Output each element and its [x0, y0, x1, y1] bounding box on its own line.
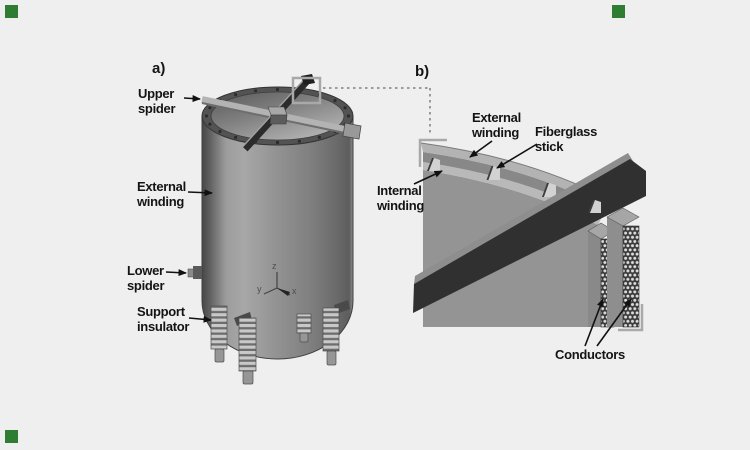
corner-bracket-bottom-right	[618, 304, 644, 332]
external-winding-a-arrow	[187, 189, 213, 197]
conductor-strip-right-cap	[606, 207, 640, 227]
callout-connector	[323, 87, 431, 136]
support-insulator-arrow	[188, 315, 212, 323]
external-winding-cylinder	[201, 115, 354, 360]
support-insulators	[210, 305, 340, 385]
conductor-strip-right-face	[622, 225, 640, 328]
fiberglass-stick-wedge-3	[544, 183, 556, 197]
fiberglass-sticks	[427, 158, 556, 197]
support-insulator-foot-2	[242, 370, 254, 385]
coordinate-axes	[263, 272, 291, 296]
fiberglass-stick-wedge-2-shadow	[486, 166, 494, 180]
spider-hub-front	[269, 114, 288, 125]
annotation-arrows	[165, 95, 632, 347]
fiberglass-stick-wedge-4	[588, 200, 601, 213]
support-insulator-leg-2	[238, 317, 257, 372]
fiberglass-stick-wedge-2	[488, 166, 500, 180]
spider-hub-top	[267, 106, 288, 116]
winding-gap-band	[423, 152, 606, 217]
lower-spider-arrow	[165, 269, 187, 277]
conductors-label: Conductors	[555, 347, 625, 362]
support-insulator-leg-3	[296, 313, 312, 334]
corner-marker-top-right	[612, 5, 625, 18]
upper-spider-label: Upper spider	[138, 86, 176, 116]
fiberglass-stick-wedge-1	[429, 158, 440, 171]
support-insulator-leg-1	[210, 305, 228, 350]
support-insulator-label: Support insulator	[137, 304, 190, 334]
upper-spider-clamp-east	[342, 122, 362, 140]
support-insulator-leg-4	[322, 307, 340, 352]
internal-winding-band	[423, 162, 602, 225]
axis-z-label: z	[272, 261, 277, 271]
lower-spider-stub-left	[193, 266, 202, 279]
fiberglass-stick-arrow	[496, 143, 538, 169]
callout-box	[291, 76, 322, 105]
lower-spider-label: Lower spider	[127, 263, 165, 293]
axis-x-label: x	[292, 286, 297, 296]
spider-arm-bar-top-face	[414, 153, 633, 284]
corner-marker-top-left	[5, 5, 18, 18]
reactor-assembly-view	[187, 74, 362, 385]
conductor-strip-left-side	[588, 231, 601, 327]
internal-winding-arrow	[413, 170, 443, 185]
conductor-strip-right-side	[607, 217, 623, 327]
conductors-arrow-left	[584, 298, 604, 347]
support-insulator-foot-1	[214, 348, 225, 363]
axis-y-label: y	[257, 284, 262, 294]
fiberglass-stick-wedge-1-shadow	[427, 158, 434, 171]
view-b-tag: b)	[415, 63, 430, 80]
upper-spider-arrow	[183, 95, 201, 103]
fiberglass-stick-wedge-3-shadow	[542, 183, 549, 197]
fiberglass-stick-label: Fiberglass stick	[535, 124, 598, 154]
external-winding-b-label: External winding	[472, 110, 521, 140]
support-insulator-foot-4	[326, 350, 337, 366]
conductors-arrow-right	[596, 298, 632, 347]
spider-arm-bar-front-face	[413, 159, 646, 313]
winding-detail-view	[413, 138, 646, 332]
external-winding-a-label: External winding	[137, 179, 186, 209]
external-winding-b-arrow	[469, 140, 493, 158]
spider-arm-bar	[413, 153, 646, 313]
external-winding-band	[421, 143, 610, 208]
corner-marker-bottom-left	[5, 430, 18, 443]
view-a-tag: a)	[152, 60, 166, 77]
support-insulator-foot-3	[299, 332, 309, 343]
internal-winding-label: Internal winding	[377, 183, 424, 213]
corner-bracket-top-left	[418, 138, 447, 167]
